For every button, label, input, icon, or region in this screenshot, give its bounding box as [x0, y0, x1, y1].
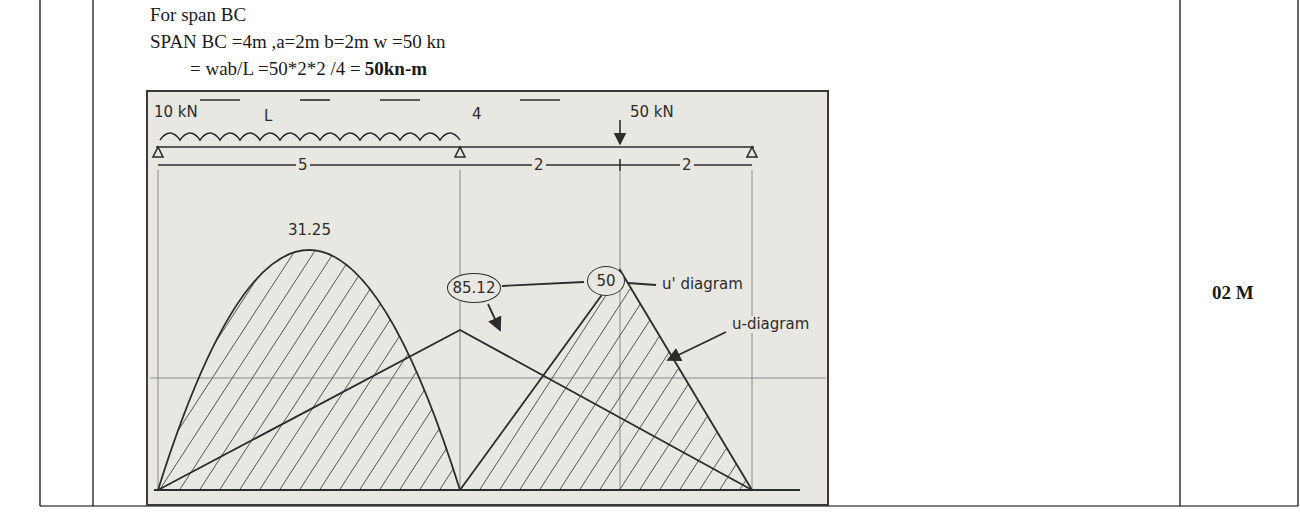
dimension: 2: [532, 157, 546, 174]
span-label: L: [262, 108, 274, 125]
circled-value: 50: [587, 266, 625, 296]
diagram-label: u-diagram: [730, 316, 811, 333]
point-load: 50 kN: [628, 104, 676, 121]
moment-value: 31.25: [286, 222, 333, 239]
diagram-label: u' diagram: [660, 276, 745, 293]
marks: 02 M: [1212, 282, 1254, 304]
moment-value: 50: [596, 272, 615, 290]
udl-load: 10 kN: [152, 104, 200, 121]
span-label: 4: [470, 106, 484, 123]
given-data: SPAN BC =4m ,a=2m b=2m w =50 kn: [150, 31, 446, 53]
formula-text: = wab/L =50*2*2 /4 =: [190, 58, 361, 80]
moment-value: 85.12: [453, 279, 496, 297]
heading-text: For span BC: [150, 4, 246, 26]
circled-value: 85.12: [447, 273, 502, 303]
dimension: 2: [680, 157, 694, 174]
result-value: 50kn-m: [365, 58, 427, 80]
dimension: 5: [296, 157, 310, 174]
